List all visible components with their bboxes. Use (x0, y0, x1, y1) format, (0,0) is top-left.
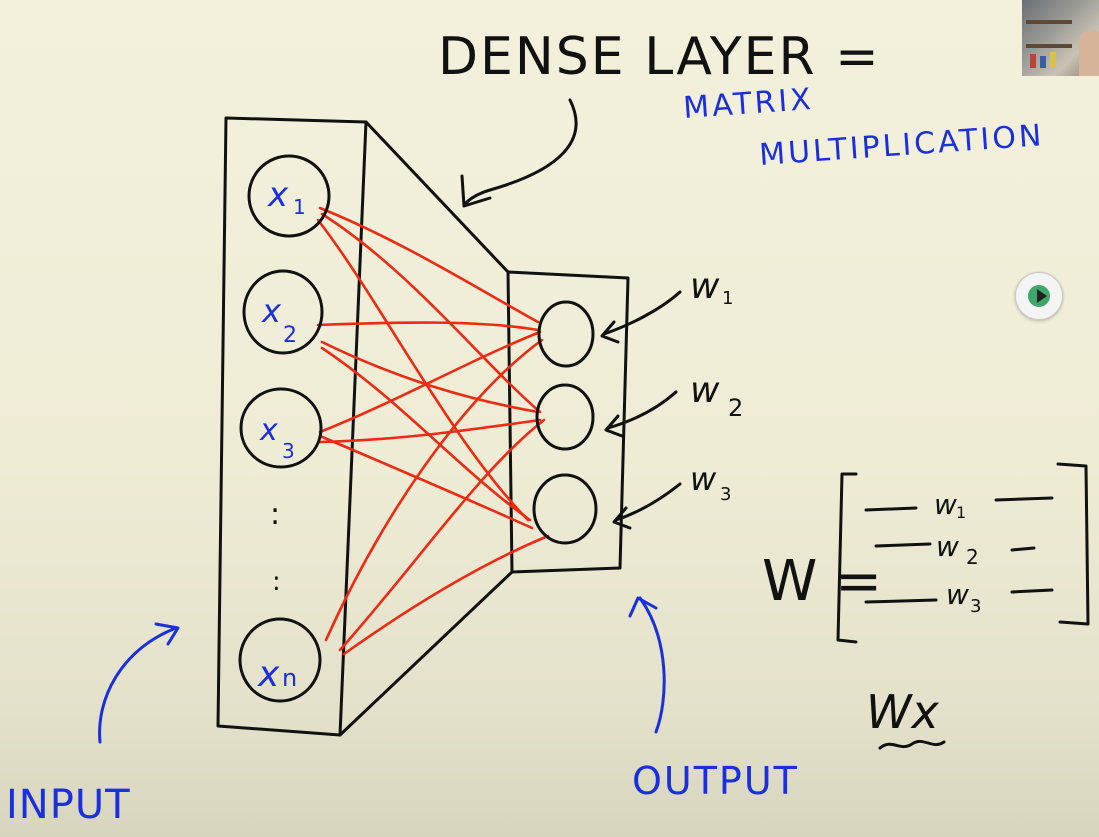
output-neuron-3 (532, 473, 598, 545)
output-arrow (638, 596, 666, 734)
xn-subscript: n (282, 664, 297, 692)
title-arrowhead (460, 174, 492, 208)
x2-label: x (261, 292, 282, 330)
input-label: INPUT (6, 782, 131, 828)
matrix-row2-dash-left (874, 542, 932, 548)
conn-xn-o1 (324, 338, 544, 642)
input-neuron-x2: x 2 (242, 269, 324, 355)
w3-arrow (614, 482, 682, 522)
ellipsis-bottom: : (272, 567, 281, 597)
input-arrow (98, 626, 178, 744)
matrix-row1-dash-right (994, 496, 1054, 502)
output-arrowhead (628, 596, 658, 618)
conn-x1-o2 (320, 212, 542, 414)
w2-subscript: 2 (728, 394, 743, 422)
weight-matrix: W = w 1 w 2 w 3 (762, 462, 1090, 644)
w3-label: w (690, 460, 717, 498)
matrix-row3-dash-left (864, 598, 938, 604)
xn-label: x (257, 654, 280, 695)
matrix-row1-sub: 1 (956, 503, 966, 522)
w3-subscript: 3 (720, 484, 731, 505)
w3-arrowhead (612, 506, 632, 530)
weight-connections (316, 206, 550, 656)
matrix-right-bracket (1056, 462, 1090, 626)
conn-x2-o2 (320, 340, 540, 414)
output-layer-box (506, 270, 630, 574)
input-neuron-x3: x 3 (239, 387, 323, 469)
x1-subscript: 1 (293, 195, 306, 219)
conn-x3-o3 (318, 434, 534, 530)
input-neuron-xn: x n (238, 617, 322, 703)
conn-x3-o2 (318, 418, 542, 444)
webcam-thumbnail (1022, 0, 1099, 76)
dense-top-edge (364, 120, 510, 274)
play-button[interactable] (1015, 272, 1063, 320)
subtitle-matrix: MATRIX (682, 82, 815, 126)
output-neuron-1 (537, 300, 595, 368)
w2-arrowhead (604, 414, 624, 438)
matrix-row3-w: w (946, 578, 969, 611)
subtitle-multiplication: MULTIPLICATION (758, 118, 1045, 173)
matrix-left-bracket (836, 472, 858, 644)
title-text: DENSE LAYER = (438, 27, 881, 87)
title-arrow (462, 98, 578, 207)
conn-xn-o2 (338, 418, 546, 652)
conn-xn-o3 (342, 534, 550, 656)
matrix-row1-w: w (934, 488, 957, 521)
w1-arrowhead (600, 320, 620, 344)
ellipsis-top: : (270, 497, 280, 532)
presenter-figure (1079, 30, 1099, 76)
matrix-row2-dash-right (1010, 546, 1036, 552)
dense-bottom-edge (338, 570, 514, 737)
w2-label: w (690, 370, 720, 411)
output-neuron-2 (535, 383, 595, 451)
play-triangle-icon (1037, 289, 1047, 303)
conn-x1-o1 (318, 206, 540, 324)
w2-arrow (606, 390, 678, 430)
product-underline (878, 739, 946, 750)
x3-subscript: 3 (282, 439, 295, 463)
matrix-row2-w: w (936, 530, 959, 563)
input-neuron-x1: x 1 (247, 154, 331, 238)
x3-label: x (259, 413, 278, 448)
x1-label: x (267, 175, 289, 215)
product-wx: Wx (866, 685, 939, 739)
conn-x3-o1 (318, 330, 542, 434)
conn-x2-o1 (316, 321, 540, 332)
input-arrowhead (154, 622, 180, 646)
output-label: OUTPUT (632, 759, 799, 803)
matrix-lhs: W = (762, 549, 882, 614)
w1-label: w (690, 266, 720, 307)
matrix-row2-sub: 2 (966, 545, 979, 569)
matrix-row1-dash-left (864, 506, 918, 512)
w1-subscript: 1 (722, 288, 733, 309)
matrix-row3-dash-right (1010, 588, 1054, 594)
matrix-row3-sub: 3 (970, 596, 981, 617)
conn-x1-o3 (316, 218, 530, 522)
w1-arrow (602, 290, 682, 336)
x2-subscript: 2 (283, 323, 297, 348)
